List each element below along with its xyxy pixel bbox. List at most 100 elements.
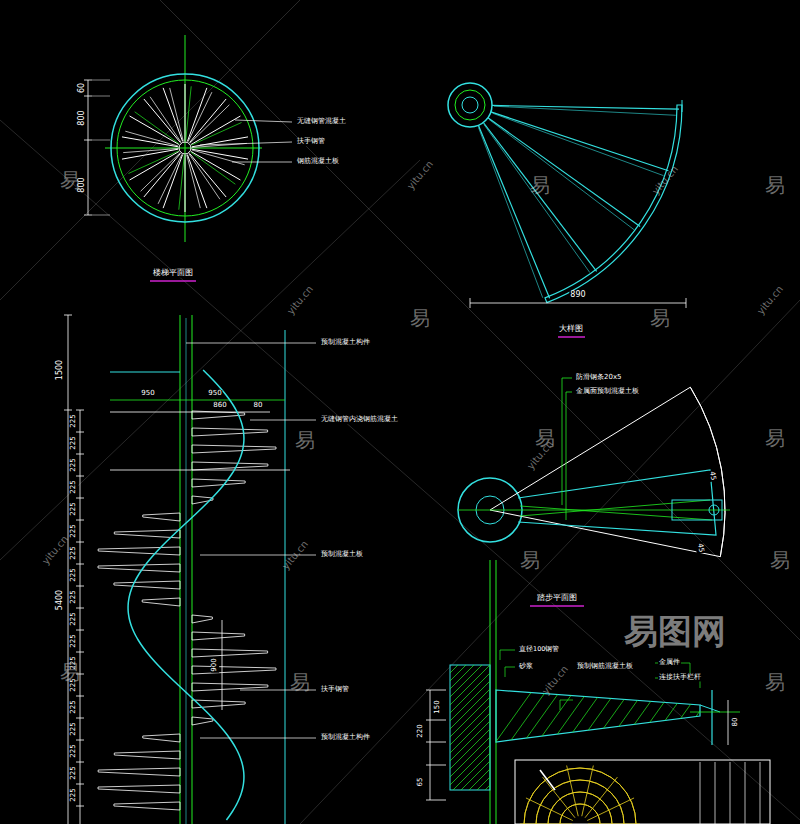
rail-bar bbox=[760, 762, 761, 824]
inner-ring bbox=[117, 80, 253, 216]
tread-rib bbox=[483, 123, 596, 272]
dimension-tick bbox=[76, 608, 84, 609]
dimension-line bbox=[110, 400, 285, 401]
post-ring bbox=[448, 83, 492, 127]
tread-rib bbox=[478, 127, 542, 297]
wall-line bbox=[285, 330, 286, 824]
dimension-text: 950 bbox=[140, 390, 155, 398]
step-edge bbox=[144, 153, 181, 197]
extension-line bbox=[92, 215, 110, 216]
leader-line bbox=[500, 650, 515, 651]
stair-step bbox=[192, 717, 213, 725]
leader-line bbox=[566, 392, 567, 520]
hatch-line bbox=[714, 680, 764, 750]
axis-line bbox=[690, 712, 740, 713]
dimension-tick bbox=[426, 765, 446, 766]
center-post bbox=[179, 142, 191, 154]
watermark-mark: 易 bbox=[530, 174, 550, 196]
hatch-line bbox=[658, 680, 708, 750]
dimension-line bbox=[728, 700, 729, 745]
leader-line bbox=[250, 420, 316, 421]
leader-line bbox=[232, 162, 292, 163]
handrail-curve bbox=[128, 370, 244, 820]
dimension-line bbox=[110, 412, 270, 413]
stair-step bbox=[114, 530, 180, 538]
riser-dimension: 225 bbox=[70, 765, 78, 780]
leader-line bbox=[562, 378, 572, 379]
watermark-text: yitu.cn bbox=[285, 283, 315, 316]
post-ring bbox=[455, 90, 485, 120]
column-section bbox=[450, 665, 490, 790]
hatch-line bbox=[644, 680, 694, 750]
outer-ring bbox=[111, 74, 259, 222]
hatch-line bbox=[672, 680, 722, 750]
stair-step bbox=[192, 479, 245, 487]
hatch-line bbox=[450, 761, 490, 790]
hatch-line bbox=[450, 745, 490, 785]
view-title: 大样图 bbox=[558, 325, 584, 334]
stair-step bbox=[192, 615, 212, 623]
dimension-text: 65 bbox=[417, 777, 425, 788]
hatch-line bbox=[574, 680, 624, 750]
plan-arc bbox=[536, 780, 624, 824]
fan-edge bbox=[490, 387, 690, 510]
step-edge bbox=[130, 116, 179, 145]
stair-step bbox=[98, 547, 180, 555]
watermark-mark: 易 bbox=[60, 169, 80, 191]
riser-dimension: 225 bbox=[70, 567, 78, 582]
step-edge bbox=[122, 149, 178, 159]
hatch-line bbox=[450, 689, 490, 729]
hatch-line bbox=[450, 729, 490, 769]
hatch bbox=[490, 680, 800, 750]
riser-dimension: 225 bbox=[70, 435, 78, 450]
riser-dimension: 225 bbox=[70, 787, 78, 802]
step-edge bbox=[191, 116, 240, 145]
step-edge bbox=[141, 153, 180, 191]
callout-text: 直径100钢管 bbox=[518, 646, 560, 653]
riser-dimension: 225 bbox=[70, 413, 78, 428]
stair-step bbox=[192, 428, 268, 436]
step-edge bbox=[189, 99, 226, 143]
hatch-line bbox=[616, 680, 666, 750]
dimension-tick bbox=[76, 740, 84, 741]
arrow-mark bbox=[540, 770, 555, 790]
view-title: 踏步平面图 bbox=[536, 594, 578, 603]
riser-dimension: 225 bbox=[70, 501, 78, 516]
plan-arc bbox=[548, 792, 612, 824]
watermark-mark: 易 bbox=[520, 549, 540, 571]
callout-text: 预制钢筋混凝土板 bbox=[576, 663, 634, 670]
dimension-text: 860 bbox=[212, 402, 227, 410]
step-edge bbox=[191, 152, 236, 184]
dimension-line bbox=[430, 690, 431, 800]
dimension-tick bbox=[64, 410, 72, 411]
title-underline bbox=[530, 605, 584, 607]
rail-bar bbox=[745, 762, 746, 824]
dimension-text: 5400 bbox=[56, 589, 65, 611]
tread-rib bbox=[488, 118, 640, 227]
callout-text: 扶手钢管 bbox=[320, 686, 350, 694]
hatch-line bbox=[450, 721, 490, 761]
riser-dimension: 225 bbox=[70, 589, 78, 604]
watermark-mark: 易 bbox=[770, 549, 790, 571]
watermark-mark: 易 bbox=[290, 671, 310, 693]
hatch-line bbox=[450, 681, 490, 721]
watermark-mark: 易 bbox=[765, 427, 785, 449]
plan-frame bbox=[515, 760, 770, 824]
dimension-text: 1500 bbox=[56, 359, 65, 381]
watermark-mark: 易 bbox=[60, 661, 80, 683]
leader-line bbox=[235, 120, 292, 122]
hatch-line bbox=[450, 673, 490, 713]
riser-dimension: 225 bbox=[70, 545, 78, 560]
leader-line bbox=[505, 667, 506, 677]
dimension-tick bbox=[84, 80, 92, 81]
leader-line bbox=[566, 392, 572, 393]
tread-rib bbox=[493, 113, 664, 175]
dimension-tick bbox=[686, 298, 687, 308]
tread-rib bbox=[484, 125, 590, 273]
dimension-tick bbox=[426, 800, 446, 801]
dimension-tick bbox=[426, 742, 446, 743]
stair-step bbox=[98, 564, 180, 572]
plan-rib bbox=[582, 766, 594, 817]
dimension-tick bbox=[76, 432, 84, 433]
watermark-text: yitu.cn bbox=[405, 158, 435, 191]
